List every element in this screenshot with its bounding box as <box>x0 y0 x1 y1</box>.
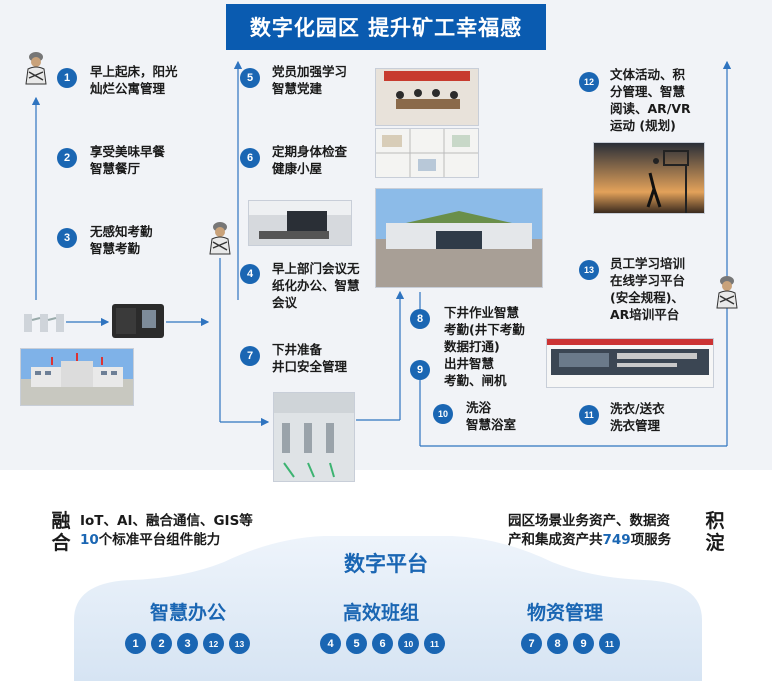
badge: 4 <box>320 633 341 654</box>
step-3-badge: 3 <box>57 228 77 248</box>
step-13-text: 员工学习培训在线学习平台(安全规程)、AR培训平台 <box>610 256 686 322</box>
step-11-badge: 11 <box>579 405 599 425</box>
step-10-badge: 10 <box>433 404 453 424</box>
step-5-badge: 5 <box>240 68 260 88</box>
badge: 10 <box>398 633 419 654</box>
miner-worker-icon <box>209 222 231 255</box>
step-2-text: 享受美味早餐智慧餐厅 <box>90 144 166 176</box>
miner-worker-icon <box>716 276 738 309</box>
badge: 3 <box>177 633 198 654</box>
step-1-badge: 1 <box>57 68 77 88</box>
step-4-text: 早上部门会议无纸化办公、智慧会议 <box>272 261 360 310</box>
badge: 7 <box>521 633 542 654</box>
attendance-terminal-image <box>112 304 164 338</box>
apartment-building-image <box>20 348 134 406</box>
step-11-text: 洗衣/送衣洗衣管理 <box>610 401 665 433</box>
step-8-badge: 8 <box>410 309 430 329</box>
badge: 12 <box>203 633 224 654</box>
platform-title: 数字平台 <box>344 552 428 576</box>
accumulation-description: 园区场景业务资产、数据资 产和集成资产共749项服务 <box>508 513 672 548</box>
group-materials-title: 物资管理 <box>527 602 604 624</box>
step-10-text: 洗浴智慧浴室 <box>466 400 517 432</box>
shaft-entrance-image <box>273 392 355 482</box>
badge: 1 <box>125 633 146 654</box>
party-study-image <box>375 68 479 126</box>
step-9-badge: 9 <box>410 360 430 380</box>
step-6-text: 定期身体检查健康小屋 <box>272 144 348 176</box>
miner-worker-icon <box>25 52 47 85</box>
group-smart-office-badges: 1 2 3 12 13 <box>125 633 250 654</box>
step-13-badge: 13 <box>579 260 599 280</box>
step-5-text: 党员加强学习智慧党建 <box>272 64 348 96</box>
group-efficient-team-badges: 4 5 6 10 11 <box>320 633 445 654</box>
training-platform-screenshot <box>546 338 714 388</box>
badge: 8 <box>547 633 568 654</box>
badge: 9 <box>573 633 594 654</box>
badge: 11 <box>599 633 620 654</box>
badge: 11 <box>424 633 445 654</box>
step-3-text: 无感知考勤智慧考勤 <box>90 224 153 256</box>
step-1-text: 早上起床，阳光灿烂公寓管理 <box>90 64 178 96</box>
fusion-label: 融合 <box>51 510 71 554</box>
group-materials-badges: 7 8 9 11 <box>521 633 620 654</box>
mine-building-image <box>375 188 543 288</box>
step-9-text: 出井智慧考勤、闸机 <box>444 356 507 388</box>
badge: 2 <box>151 633 172 654</box>
step-7-text: 下井准备井口安全管理 <box>272 342 348 374</box>
group-efficient-team-title: 高效班组 <box>343 602 420 624</box>
step-7-badge: 7 <box>240 346 260 366</box>
meeting-room-image <box>248 200 352 246</box>
badge: 13 <box>229 633 250 654</box>
turnstile-gate-image <box>22 306 66 336</box>
step-4-badge: 4 <box>240 264 260 284</box>
group-smart-office-title: 智慧办公 <box>150 602 227 624</box>
step-2-badge: 2 <box>57 148 77 168</box>
page-title: 数字化园区 提升矿工幸福感 <box>226 4 546 50</box>
step-6-badge: 6 <box>240 148 260 168</box>
fusion-description: IoT、AI、融合通信、GIS等 10个标准平台组件能力 <box>80 513 253 548</box>
basketball-sunset-image <box>593 142 705 214</box>
step-8-text: 下井作业智慧考勤(井下考勤数据打通) <box>444 305 525 354</box>
badge: 6 <box>372 633 393 654</box>
health-hut-image <box>375 128 479 178</box>
accumulation-label: 积淀 <box>705 510 725 554</box>
badge: 5 <box>346 633 367 654</box>
step-12-badge: 12 <box>579 72 599 92</box>
